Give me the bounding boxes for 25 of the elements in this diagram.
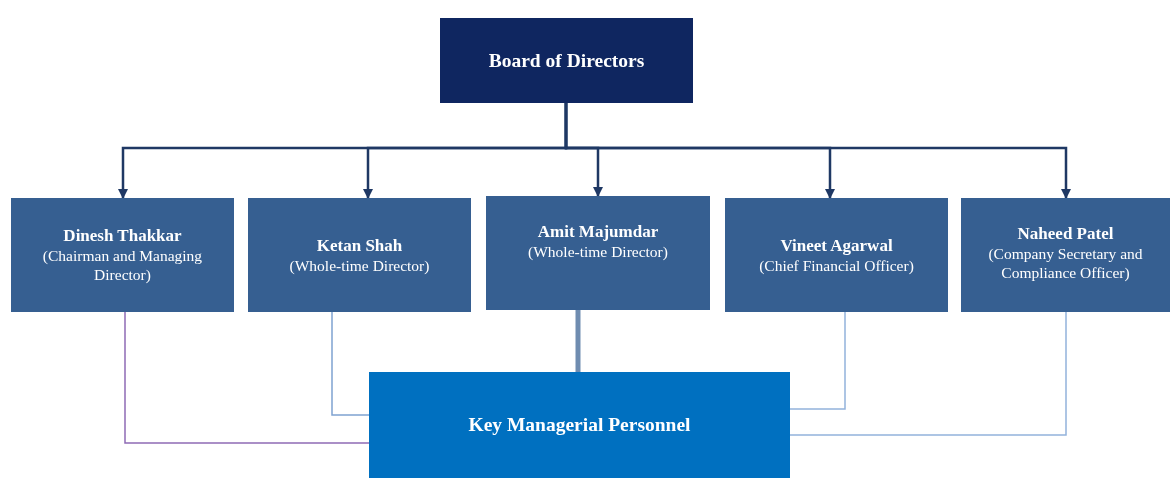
- role-text: (Chief Financial Officer): [759, 255, 914, 275]
- arrow: [564, 103, 1071, 199]
- heading: Key Managerial Personnel: [468, 415, 691, 435]
- connector-line: [575, 310, 581, 372]
- person-box: [725, 198, 948, 312]
- role-text: (Chairman and Managing Director): [41, 246, 204, 284]
- role-text: (Whole-time Director): [528, 242, 668, 261]
- connector-line: [124, 311, 370, 444]
- person-box: [248, 198, 471, 312]
- person-name: Amit Majumdar: [537, 222, 659, 242]
- board-box: [440, 18, 693, 103]
- person-name: Naheed Patel: [1017, 224, 1114, 244]
- person-box: [486, 196, 710, 310]
- person-name: Ketan Shah: [316, 235, 403, 256]
- person-box: [11, 198, 234, 312]
- person-name: Dinesh Thakkar: [63, 226, 182, 246]
- connector-line: [789, 311, 846, 410]
- person-box: [961, 198, 1170, 312]
- role-text: (Company Secretary and Compliance Officer): [987, 244, 1144, 282]
- connector-line: [331, 311, 370, 416]
- connector-line: [789, 311, 1067, 436]
- role-text: (Whole-time Director): [289, 255, 430, 275]
- group-box: [369, 372, 790, 478]
- heading: Board of Directors: [488, 50, 645, 71]
- person-name: Vineet Agarwal: [780, 235, 893, 256]
